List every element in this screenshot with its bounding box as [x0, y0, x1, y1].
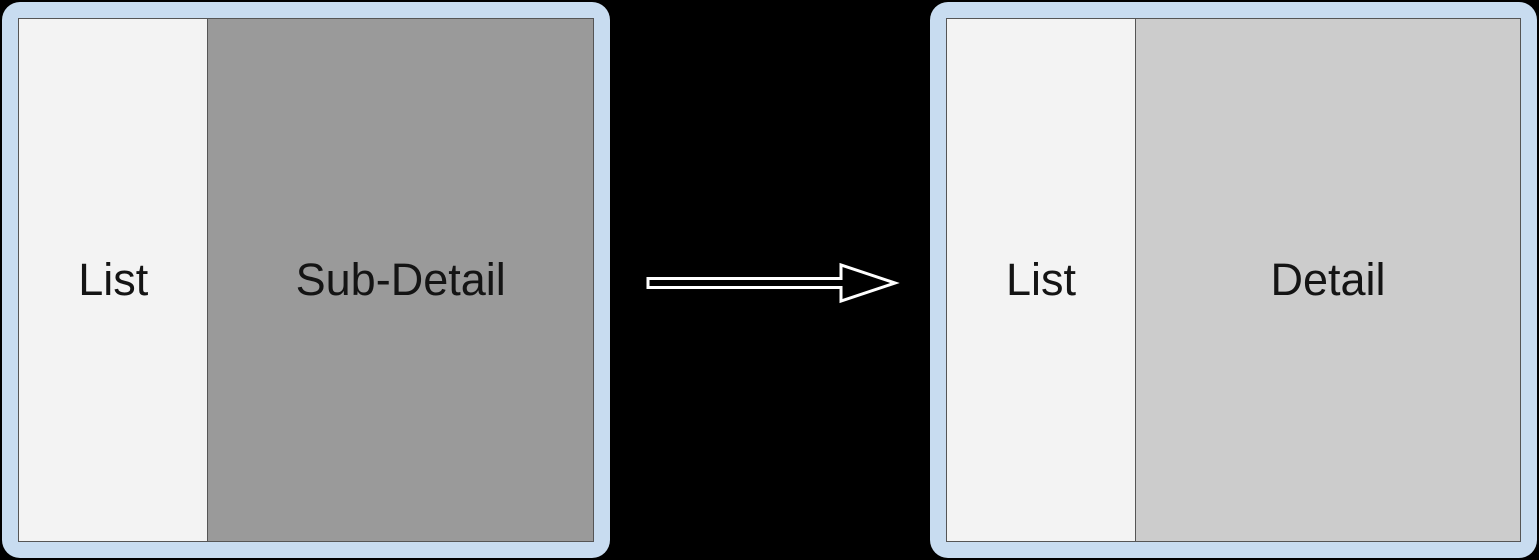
after-screen-frame: List Detail	[930, 2, 1537, 558]
before-screen-frame: List Sub-Detail	[2, 2, 610, 558]
arrow-right-icon	[646, 262, 900, 304]
after-list-pane[interactable]: List	[947, 19, 1137, 541]
after-detail-pane[interactable]: Detail	[1136, 19, 1520, 541]
transition-arrow	[645, 258, 900, 308]
before-list-pane[interactable]: List	[19, 19, 209, 541]
before-screen-content: List Sub-Detail	[18, 18, 594, 542]
after-screen-content: List Detail	[946, 18, 1521, 542]
before-sub-detail-pane-label: Sub-Detail	[295, 254, 506, 305]
before-sub-detail-pane[interactable]: Sub-Detail	[208, 19, 593, 541]
before-list-pane-label: List	[78, 254, 149, 305]
after-list-pane-label: List	[1006, 254, 1077, 305]
after-detail-pane-label: Detail	[1270, 254, 1386, 305]
